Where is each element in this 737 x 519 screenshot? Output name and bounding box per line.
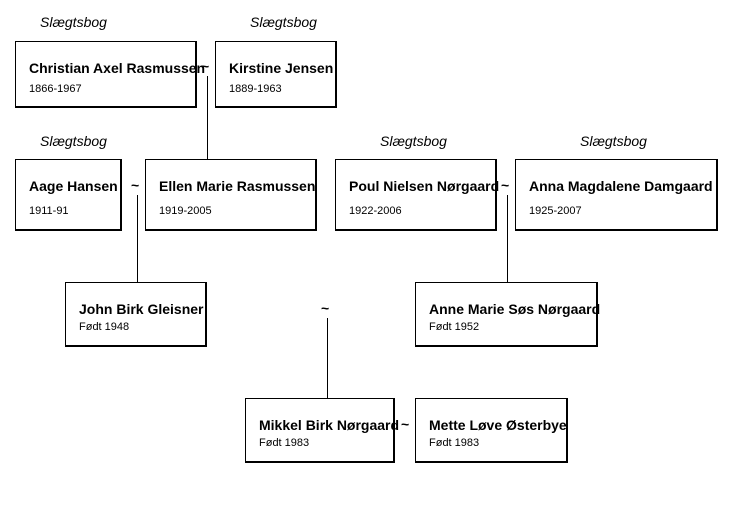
- person-name: Christian Axel Rasmussen: [29, 60, 206, 76]
- person-dates: 1889-1963: [229, 83, 282, 95]
- marriage-symbol: ~: [321, 300, 330, 316]
- person-name: Mikkel Birk Nørgaard: [259, 417, 400, 433]
- person-name: Anne Marie Søs Nørgaard: [429, 301, 601, 317]
- person-box-aage[interactable]: Aage Hansen 1911-91: [15, 159, 122, 231]
- slaegtsbog-label-kirstine[interactable]: Slægtsbog: [250, 14, 317, 30]
- person-box-john[interactable]: John Birk Gleisner Født 1948: [65, 282, 207, 347]
- person-box-kirstine[interactable]: Kirstine Jensen 1889-1963: [215, 41, 337, 108]
- descent-line-christian-ellen: [207, 76, 208, 160]
- person-dates: Født 1983: [259, 437, 310, 449]
- person-box-christian[interactable]: Christian Axel Rasmussen 1866-1967: [15, 41, 205, 108]
- person-box-anna[interactable]: Anna Magdalene Damgaard 1925-2007: [515, 159, 718, 231]
- person-dates: 1925-2007: [529, 205, 582, 217]
- person-name: Aage Hansen: [29, 178, 118, 194]
- person-dates: 1922-2006: [349, 205, 402, 217]
- marriage-symbol: ~: [501, 177, 510, 193]
- person-name: Ellen Marie Rasmussen: [159, 178, 316, 194]
- person-dates: 1911-91: [29, 205, 69, 217]
- descent-line-john-mikkel: [327, 318, 328, 399]
- person-dates: 1919-2005: [159, 205, 212, 217]
- marriage-symbol: ~: [401, 416, 410, 432]
- marriage-symbol: ~: [201, 58, 210, 74]
- slaegtsbog-label-anna[interactable]: Slægtsbog: [580, 133, 647, 149]
- person-dates: 1866-1967: [29, 83, 82, 95]
- descent-line-aage-john: [137, 195, 138, 283]
- descent-line-poul-annemarie: [507, 195, 508, 283]
- person-box-poul[interactable]: Poul Nielsen Nørgaard 1922-2006: [335, 159, 500, 231]
- person-name: Poul Nielsen Nørgaard: [349, 178, 500, 194]
- slaegtsbog-label-aage[interactable]: Slægtsbog: [40, 133, 107, 149]
- person-box-mikkel[interactable]: Mikkel Birk Nørgaard Født 1983: [245, 398, 399, 463]
- person-name: Mette Løve Østerbye: [429, 417, 567, 433]
- slaegtsbog-label-poul[interactable]: Slægtsbog: [380, 133, 447, 149]
- person-box-mette[interactable]: Mette Løve Østerbye Født 1983: [415, 398, 568, 463]
- person-name: John Birk Gleisner: [79, 301, 204, 317]
- person-box-ellen[interactable]: Ellen Marie Rasmussen 1919-2005: [145, 159, 317, 231]
- person-dates: Født 1952: [429, 321, 480, 333]
- slaegtsbog-label-christian[interactable]: Slægtsbog: [40, 14, 107, 30]
- marriage-symbol: ~: [131, 177, 140, 193]
- person-dates: Født 1948: [79, 321, 130, 333]
- person-name: Kirstine Jensen: [229, 60, 334, 76]
- person-dates: Født 1983: [429, 437, 480, 449]
- person-box-annemarie[interactable]: Anne Marie Søs Nørgaard Født 1952: [415, 282, 601, 347]
- person-name: Anna Magdalene Damgaard: [529, 178, 713, 194]
